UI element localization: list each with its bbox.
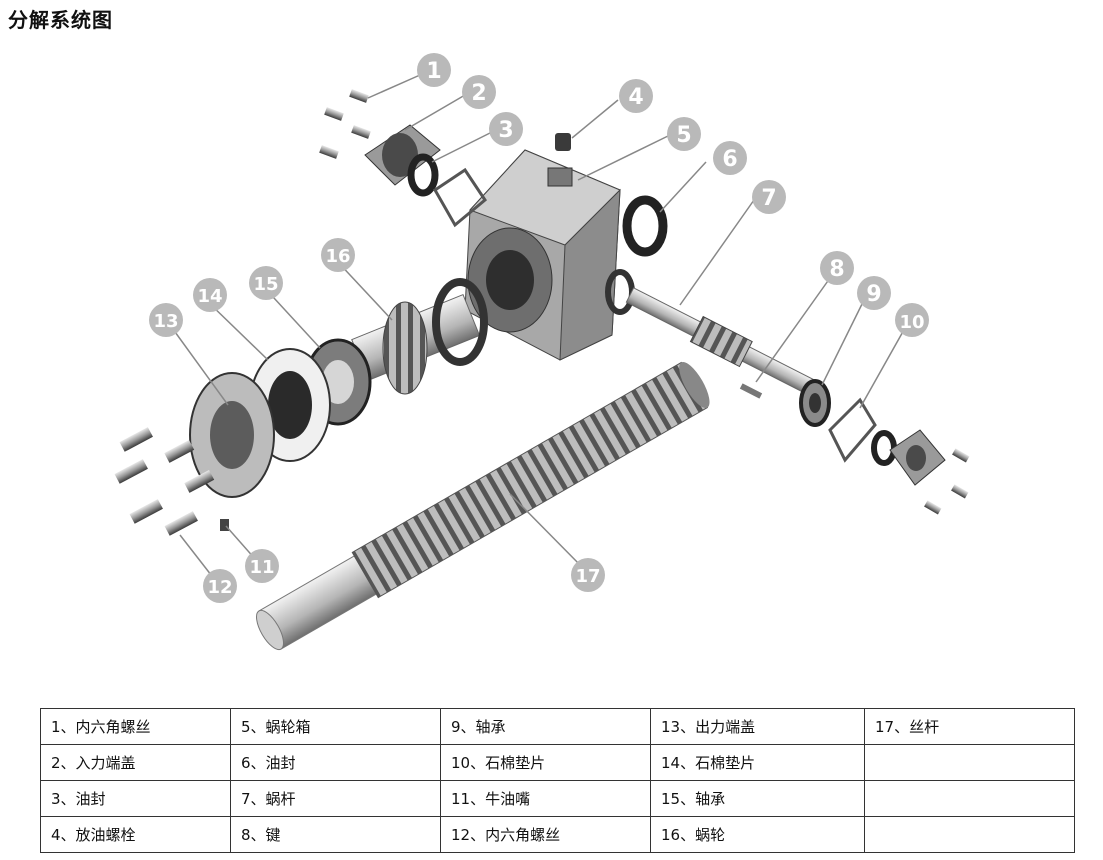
callout-14: 14 — [193, 278, 227, 312]
right-end-cover — [871, 429, 946, 486]
table-cell — [864, 780, 1075, 817]
callout-15-label: 15 — [253, 274, 278, 295]
callout-1-label: 1 — [426, 59, 441, 84]
hex-screws-left — [114, 427, 215, 536]
hex-screws-input — [319, 89, 371, 159]
table-cell: 5、蜗轮箱 — [230, 708, 441, 745]
table-row: 4、放油螺栓 8、键 12、内六角螺丝 16、蜗轮 — [40, 816, 1075, 853]
callout-14-label: 14 — [197, 286, 222, 307]
callout-16: 16 — [321, 238, 355, 272]
callout-17: 17 — [571, 558, 605, 592]
leader-lines — [169, 74, 906, 581]
callout-11: 11 — [245, 549, 279, 583]
table-cell: 12、内六角螺丝 — [440, 816, 651, 853]
table-row: 3、油封 7、蜗杆 11、牛油嘴 15、轴承 — [40, 780, 1075, 817]
table-cell — [864, 744, 1075, 781]
table-cell: 11、牛油嘴 — [440, 780, 651, 817]
table-cell: 14、石棉垫片 — [650, 744, 865, 781]
callout-4: 4 — [619, 79, 653, 113]
page-title: 分解系统图 — [8, 8, 113, 32]
table-cell: 15、轴承 — [650, 780, 865, 817]
callout-9-label: 9 — [866, 282, 881, 307]
asbestos-gasket-right — [828, 397, 877, 463]
parts-table: 1、内六角螺丝 5、蜗轮箱 9、轴承 13、出力端盖 17、丝杆 2、入力端盖 … — [40, 708, 1075, 853]
bearing-output — [799, 379, 831, 427]
callout-3-label: 3 — [498, 118, 513, 143]
callout-12: 12 — [203, 569, 237, 603]
table-cell: 17、丝杆 — [864, 708, 1075, 745]
callout-3: 3 — [489, 112, 523, 146]
table-cell: 10、石棉垫片 — [440, 744, 651, 781]
drain-plug — [555, 133, 571, 151]
oil-seal-output — [622, 195, 668, 257]
callout-5: 5 — [667, 117, 701, 151]
worm-wheel — [351, 278, 488, 395]
table-cell: 9、轴承 — [440, 708, 651, 745]
callout-8: 8 — [820, 251, 854, 285]
callout-16-label: 16 — [325, 246, 350, 267]
hex-screws-right — [924, 448, 970, 515]
callout-10-label: 10 — [899, 312, 924, 333]
callout-13-label: 13 — [153, 311, 178, 332]
oil-seal-input — [407, 153, 439, 197]
callout-7: 7 — [752, 180, 786, 214]
gasket-input — [433, 167, 487, 228]
callout-5-label: 5 — [676, 123, 691, 148]
table-cell: 6、油封 — [230, 744, 441, 781]
table-row: 1、内六角螺丝 5、蜗轮箱 9、轴承 13、出力端盖 17、丝杆 — [40, 708, 1075, 745]
table-cell: 16、蜗轮 — [650, 816, 865, 853]
callout-11-label: 11 — [249, 557, 274, 578]
grease-nipple — [220, 519, 229, 531]
table-cell: 3、油封 — [40, 780, 231, 817]
callout-12-label: 12 — [207, 577, 232, 598]
output-end-cover — [189, 372, 275, 498]
table-cell: 8、键 — [230, 816, 441, 853]
table-cell — [864, 816, 1075, 853]
callout-8-label: 8 — [829, 257, 844, 282]
table-cell: 2、入力端盖 — [40, 744, 231, 781]
key — [739, 383, 763, 399]
callout-7-label: 7 — [761, 186, 776, 211]
callout-1: 1 — [417, 53, 451, 87]
callout-6: 6 — [713, 141, 747, 175]
table-row: 2、入力端盖 6、油封 10、石棉垫片 14、石棉垫片 — [40, 744, 1075, 781]
lead-screw — [256, 361, 710, 651]
table-cell: 1、内六角螺丝 — [40, 708, 231, 745]
callout-15: 15 — [249, 266, 283, 300]
callout-6-label: 6 — [722, 147, 737, 172]
callout-13: 13 — [149, 303, 183, 337]
callout-2: 2 — [462, 75, 496, 109]
worm-shaft — [605, 269, 822, 399]
callouts: 1 2 3 4 5 6 7 8 9 10 11 12 13 14 15 16 1… — [149, 53, 929, 603]
callout-2-label: 2 — [471, 81, 486, 106]
exploded-diagram: 1 2 3 4 5 6 7 8 9 10 11 12 13 14 15 16 1… — [114, 53, 970, 651]
callout-17-label: 17 — [575, 566, 600, 587]
callout-10: 10 — [895, 303, 929, 337]
gearbox-housing — [464, 149, 621, 361]
table-cell: 13、出力端盖 — [650, 708, 865, 745]
table-cell: 7、蜗杆 — [230, 780, 441, 817]
table-cell: 4、放油螺栓 — [40, 816, 231, 853]
callout-4-label: 4 — [628, 85, 643, 110]
callout-9: 9 — [857, 276, 891, 310]
